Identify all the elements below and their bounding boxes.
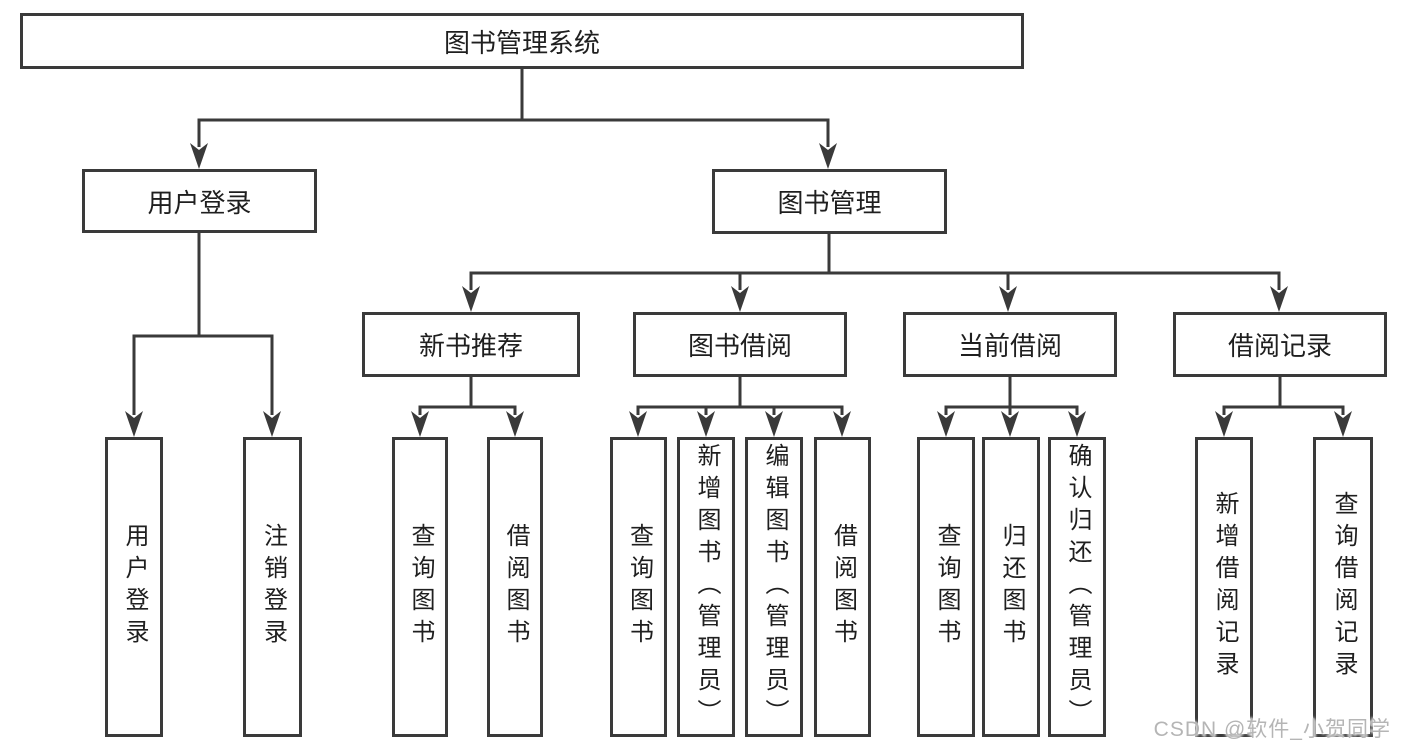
node-user-login-label: 用户登录 [147,187,252,218]
leaf-edit-books-admin: 编辑图书（管理员） [745,437,803,737]
leaf-add-books-admin-label: 新增图书（管理员） [693,443,720,731]
node-borrow-records: 借阅记录 [1173,312,1387,377]
node-current-borrow: 当前借阅 [903,312,1117,377]
csdn-watermark: CSDN @软件_小贺同学 [1153,718,1391,741]
leaf-borrow-books-recommend: 借阅图书 [487,437,543,737]
leaf-query-books-current-label: 查询图书 [933,523,960,651]
leaf-query-borrow-record-label: 查询借阅记录 [1330,491,1357,683]
leaf-query-books-borrow-label: 查询图书 [625,523,653,651]
leaf-query-books-recommend: 查询图书 [392,437,448,737]
leaf-return-books-label: 归还图书 [998,523,1025,651]
leaf-query-books-current: 查询图书 [917,437,975,737]
leaf-edit-books-admin-label: 编辑图书（管理员） [761,443,788,731]
node-book-borrow-label: 图书借阅 [687,331,792,361]
leaf-add-borrow-record-label: 新增借阅记录 [1211,491,1238,683]
node-book-borrow: 图书借阅 [633,312,847,377]
leaf-user-login: 用户登录 [105,437,163,737]
connector-root-to-level1 [190,69,837,169]
connector-current-borrow-children [937,377,1086,437]
node-library-system: 图书管理系统 [20,13,1024,69]
leaf-borrow-books-label: 借阅图书 [829,523,857,651]
leaf-confirm-return-admin: 确认归还（管理员） [1048,437,1106,737]
node-book-management: 图书管理 [712,169,947,234]
node-book-management-label: 图书管理 [777,188,882,218]
connector-user-login-children [125,233,281,437]
connector-new-book-recommend-children [411,377,524,437]
leaf-logout: 注销登录 [243,437,302,737]
leaf-query-books-recommend-label: 查询图书 [407,523,434,651]
node-current-borrow-label: 当前借阅 [957,331,1062,361]
leaf-add-books-admin: 新增图书（管理员） [677,437,735,737]
leaf-borrow-books: 借阅图书 [814,437,871,737]
connector-book-management-children [462,234,1288,312]
connector-book-borrow-children [629,377,851,437]
node-user-login: 用户登录 [82,169,317,233]
leaf-query-books-borrow: 查询图书 [610,437,667,737]
leaf-add-borrow-record: 新增借阅记录 [1195,437,1253,737]
leaf-return-books: 归还图书 [982,437,1040,737]
leaf-query-borrow-record: 查询借阅记录 [1313,437,1373,737]
connector-borrow-records-children [1215,377,1352,437]
node-new-book-recommend: 新书推荐 [362,312,580,377]
leaf-borrow-books-recommend-label: 借阅图书 [502,523,529,651]
node-new-book-recommend-label: 新书推荐 [418,331,523,361]
leaf-logout-label: 注销登录 [259,523,287,651]
node-library-system-label: 图书管理系统 [443,27,600,58]
leaf-confirm-return-admin-label: 确认归还（管理员） [1064,443,1091,731]
leaf-user-login-label: 用户登录 [121,523,148,651]
node-borrow-records-label: 借阅记录 [1227,331,1332,361]
